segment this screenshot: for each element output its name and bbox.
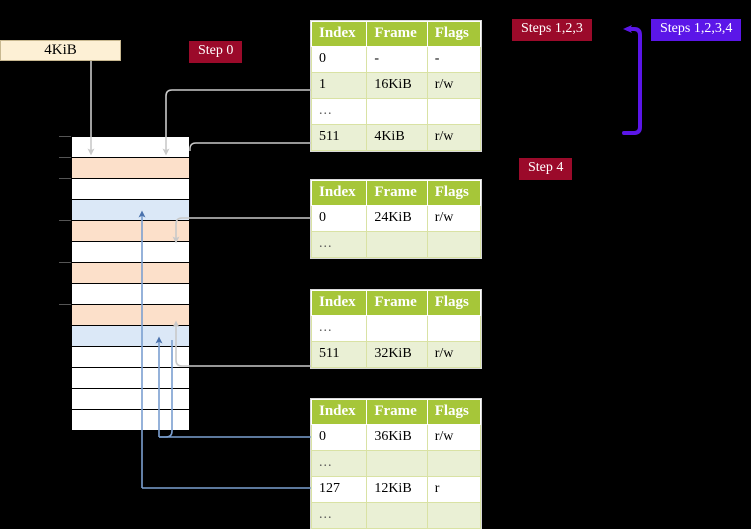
table-row: ...	[310, 450, 482, 477]
table-cell: r/w	[426, 424, 482, 451]
memory-frame-row	[72, 410, 189, 431]
table-cell: 511	[310, 124, 368, 151]
column-header-frame: Frame	[366, 180, 428, 206]
table-cell: 0	[310, 46, 368, 73]
badge-step-4: Step 4	[519, 158, 573, 180]
table-cell: ...	[310, 450, 368, 477]
memory-grid-tick	[59, 136, 71, 137]
column-header-flags: Flags	[426, 290, 482, 316]
column-header-index: Index	[310, 180, 368, 206]
bracket-steps-arrow	[622, 25, 642, 135]
column-header-frame: Frame	[366, 290, 428, 316]
table-cell: 4KiB	[366, 124, 428, 151]
memory-size-box: 4KiB	[0, 40, 121, 61]
table-cell	[426, 450, 482, 477]
table-row: ...	[310, 315, 482, 342]
table-cell: 32KiB	[366, 341, 428, 368]
wire-l2-row0-to-frame	[172, 217, 311, 244]
column-header-flags: Flags	[426, 180, 482, 206]
table-cell	[426, 231, 482, 258]
memory-frame-row	[72, 200, 189, 221]
memory-grid-tick	[59, 304, 71, 305]
column-header-index: Index	[310, 290, 368, 316]
table-cell	[366, 450, 428, 477]
table-row: ...	[310, 98, 482, 125]
table-cell: r/w	[426, 205, 482, 232]
table-cell: ...	[310, 231, 368, 258]
memory-frame-row	[72, 305, 189, 326]
table-cell: r	[426, 476, 482, 503]
memory-frame-row	[72, 137, 189, 158]
physical-memory-grid	[71, 136, 190, 431]
memory-grid-tick	[59, 178, 71, 179]
table-cell	[366, 98, 428, 125]
table-cell: ...	[310, 98, 368, 125]
table-cell	[366, 231, 428, 258]
table-cell: 24KiB	[366, 205, 428, 232]
memory-frame-row	[72, 263, 189, 284]
table-cell: ...	[310, 315, 368, 342]
memory-frame-row	[72, 326, 189, 347]
table-cell: -	[366, 46, 428, 73]
table-cell	[426, 315, 482, 342]
table-cell: ...	[310, 502, 368, 529]
badge-steps-1-2-3: Steps 1,2,3	[512, 19, 592, 41]
table-cell: r/w	[426, 124, 482, 151]
column-header-index: Index	[310, 399, 368, 425]
column-header-frame: Frame	[366, 21, 428, 47]
table-cell: 36KiB	[366, 424, 428, 451]
table-cell: r/w	[426, 72, 482, 99]
table-row: 0--	[310, 46, 482, 73]
table-row: ...	[310, 502, 482, 529]
table-cell	[366, 315, 428, 342]
column-header-flags: Flags	[426, 21, 482, 47]
wire-l3-row511-to-frame	[172, 320, 311, 367]
column-header-frame: Frame	[366, 399, 428, 425]
table-cell: 12KiB	[366, 476, 428, 503]
memory-grid-tick	[59, 262, 71, 263]
memory-frame-row	[72, 221, 189, 242]
memory-grid-tick	[59, 157, 71, 158]
table-cell: 511	[310, 341, 368, 368]
memory-frame-row	[72, 347, 189, 368]
memory-frame-row	[72, 158, 189, 179]
table-cell: 0	[310, 205, 368, 232]
memory-frame-row	[72, 242, 189, 263]
column-header-index: Index	[310, 21, 368, 47]
badge-steps-1-2-3-4: Steps 1,2,3,4	[651, 19, 742, 41]
table-cell: 0	[310, 424, 368, 451]
table-row: ...	[310, 231, 482, 258]
table-cell: 16KiB	[366, 72, 428, 99]
table-cell: 127	[310, 476, 368, 503]
table-cell	[426, 502, 482, 529]
table-cell	[366, 502, 428, 529]
memory-frame-row	[72, 284, 189, 305]
memory-frame-row	[72, 368, 189, 389]
badge-step-0: Step 0	[189, 41, 243, 63]
column-header-flags: Flags	[426, 399, 482, 425]
memory-frame-row	[72, 179, 189, 200]
wire-l1-row511-to-grid	[189, 142, 311, 151]
table-cell: -	[426, 46, 482, 73]
memory-frame-row	[72, 389, 189, 410]
memory-size-label: 4KiB	[44, 42, 77, 58]
table-cell: 1	[310, 72, 368, 99]
table-cell: r/w	[426, 341, 482, 368]
table-cell	[426, 98, 482, 125]
memory-grid-tick	[59, 220, 71, 221]
